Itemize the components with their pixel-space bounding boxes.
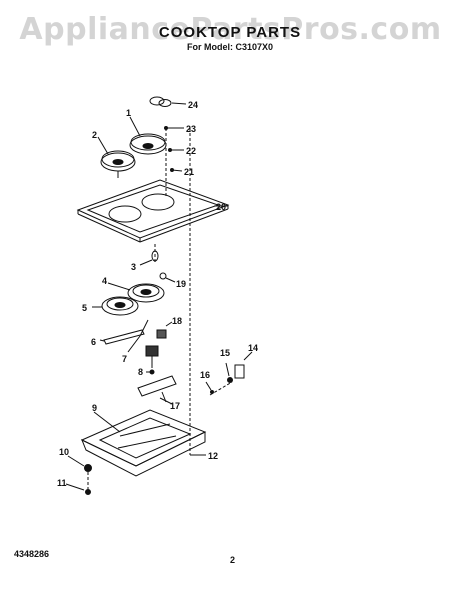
callout-23: 23 xyxy=(186,124,196,134)
document-number: 4348286 xyxy=(14,549,50,559)
page-number: 2 xyxy=(230,555,236,565)
part-17-bracket xyxy=(137,375,177,405)
part-4-burner-base xyxy=(107,282,165,303)
callout-11: 11 xyxy=(57,478,67,488)
callout-19: 19 xyxy=(176,279,186,289)
part-20-cooktop-plate xyxy=(76,179,230,243)
part-16-screw xyxy=(205,381,233,396)
part-9-base-pan xyxy=(80,409,207,477)
callout-15: 15 xyxy=(220,348,230,358)
part-6-bracket xyxy=(99,329,145,345)
diagram-title: COOKTOP PARTS xyxy=(158,24,302,41)
part-10-foot xyxy=(67,455,92,472)
callout-14: 14 xyxy=(248,343,258,353)
callout-5: 5 xyxy=(82,303,87,313)
part-18-connector xyxy=(156,321,173,339)
part-8-connector xyxy=(145,345,159,375)
part-11-screw xyxy=(65,472,91,495)
callout-22: 22 xyxy=(186,146,196,156)
part-7-wire xyxy=(127,319,149,353)
callout-12: 12 xyxy=(208,451,218,461)
callout-24: 24 xyxy=(188,100,198,110)
callout-8: 8 xyxy=(138,367,143,377)
diagram-subtitle: For Model: C3107X0 xyxy=(186,42,274,52)
callout-21: 21 xyxy=(184,167,194,177)
callout-6: 6 xyxy=(91,337,96,347)
callout-4: 4 xyxy=(102,276,107,286)
callout-3: 3 xyxy=(131,262,136,272)
part-screws-21-22-23 xyxy=(164,126,191,455)
part-19-fastener xyxy=(159,272,176,283)
part-24-cap xyxy=(149,96,187,107)
watermark: AppliancePartsPros.com xyxy=(19,12,442,47)
callout-7: 7 xyxy=(122,354,127,364)
callout-1: 1 xyxy=(126,108,131,118)
callout-9: 9 xyxy=(92,403,97,413)
callout-16: 16 xyxy=(200,370,210,380)
callout-2: 2 xyxy=(92,130,97,140)
part-5-burner-base xyxy=(92,296,139,316)
part-15-nut xyxy=(225,362,233,383)
part-1-burner-cap xyxy=(129,116,167,155)
callout-10: 10 xyxy=(59,447,69,457)
callout-18: 18 xyxy=(172,316,182,326)
part-2-burner-cap xyxy=(97,136,136,178)
callout-17: 17 xyxy=(170,401,180,411)
callout-20: 20 xyxy=(216,202,226,212)
part-14-switch xyxy=(234,351,253,379)
part-3-fastener xyxy=(139,244,159,266)
callout-labels: 1 2 3 4 5 6 7 8 9 10 11 12 14 15 16 17 1… xyxy=(57,100,258,488)
